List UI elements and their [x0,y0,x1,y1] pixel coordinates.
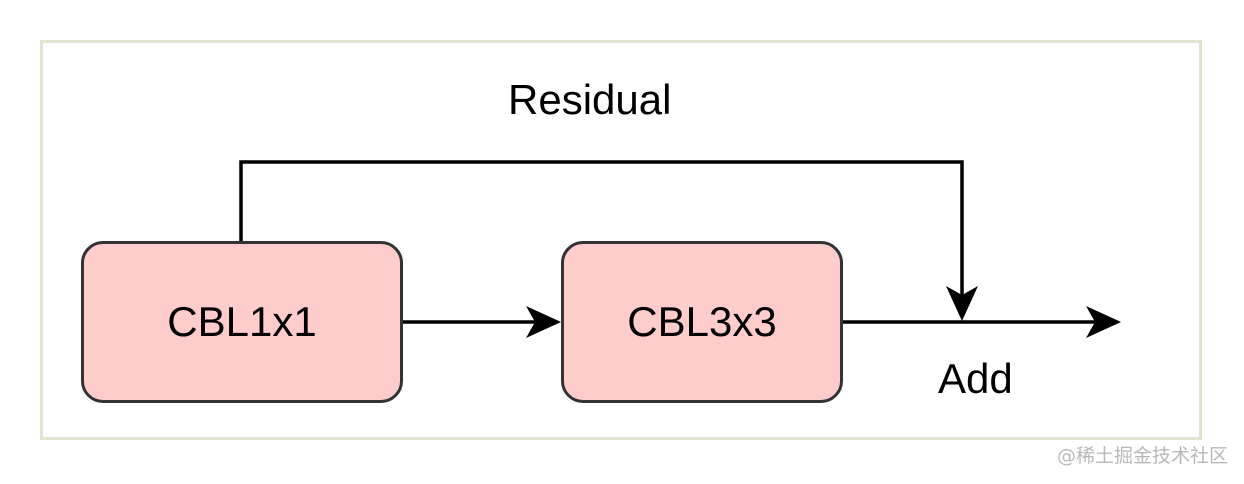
arrowhead-output [1086,306,1121,338]
residual-label: Residual [508,76,672,123]
watermark: @稀土掘金技术社区 [1056,445,1228,467]
node-cbl3x3: CBL3x3 [561,241,843,403]
node-cbl3x3-label: CBL3x3 [627,298,777,345]
add-label: Add [938,355,1013,402]
arrowhead-residual-to-add [946,286,978,321]
node-cbl1x1: CBL1x1 [81,241,403,403]
arrowhead-to-cbl3 [526,306,561,338]
edge-residual [239,160,964,298]
node-cbl1x1-label: CBL1x1 [167,298,317,345]
